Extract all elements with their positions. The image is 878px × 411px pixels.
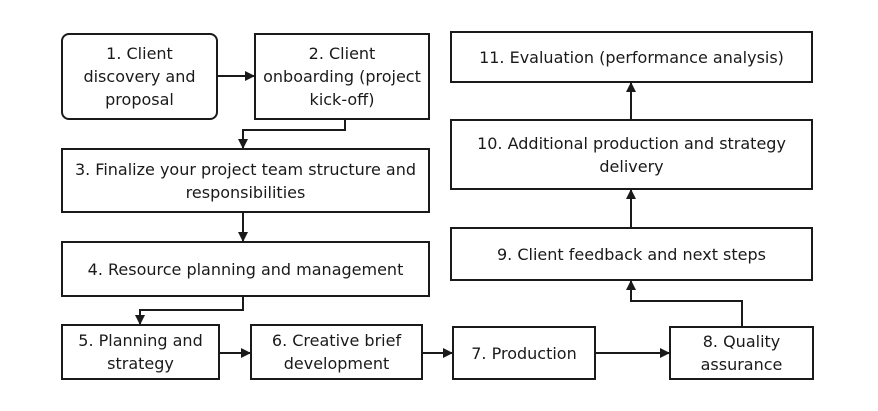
step-8-box: 8. Quality assurance (669, 326, 814, 380)
step-1-box: 1. Client discovery and proposal (61, 33, 218, 120)
connector-2-to-3 (238, 120, 346, 149)
step-10-box: 10. Additional production and strategy d… (450, 119, 813, 190)
step-9-box: 9. Client feedback and next steps (450, 227, 813, 281)
step-10-label: 10. Additional production and strategy d… (477, 133, 786, 176)
step-7-label: 7. Production (471, 343, 577, 363)
step-2-label: 2. Client onboarding (project kick-off) (263, 44, 421, 109)
step-9-label: 9. Client feedback and next steps (496, 244, 766, 264)
step-8-label: 8. Quality assurance (700, 332, 783, 374)
step-5-label: 5. Planning and strategy (78, 331, 203, 373)
step-3-box: 3. Finalize your project team structure … (61, 148, 430, 213)
step-6-label: 6. Creative brief development (271, 331, 402, 373)
step-1-label: 1. Client discovery and proposal (83, 44, 196, 109)
step-11-box: 11. Evaluation (performance analysis) (450, 31, 813, 83)
step-3-label: 3. Finalize your project team structure … (74, 159, 417, 202)
step-4-label: 4. Resource planning and management (87, 259, 404, 279)
step-2-box: 2. Client onboarding (project kick-off) (254, 33, 430, 120)
connector-4-to-5 (135, 297, 244, 325)
connector-8-to-9 (626, 280, 743, 326)
step-5-box: 5. Planning and strategy (61, 324, 220, 380)
step-11-label: 11. Evaluation (performance analysis) (479, 47, 784, 67)
step-4-box: 4. Resource planning and management (61, 241, 430, 297)
step-6-box: 6. Creative brief development (250, 324, 423, 380)
step-7-box: 7. Production (452, 326, 596, 380)
